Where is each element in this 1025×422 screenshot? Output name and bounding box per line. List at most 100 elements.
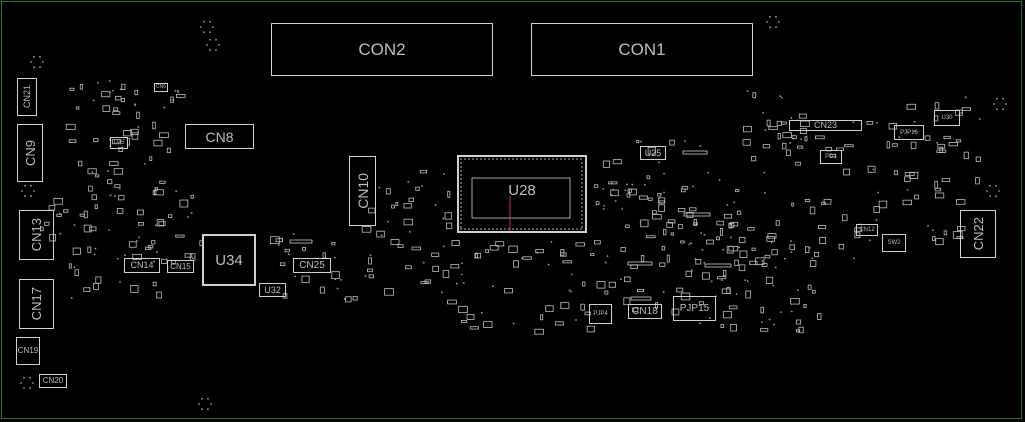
bga-ball xyxy=(581,198,583,200)
via xyxy=(691,269,693,272)
smd-pad xyxy=(943,135,951,139)
connector-cn17[interactable]: CN17 xyxy=(19,279,54,329)
connector-con1[interactable]: CON1 xyxy=(531,23,753,76)
smd-pad xyxy=(152,190,157,195)
connector-cn20[interactable]: CN20 xyxy=(39,374,67,388)
connector-cn21[interactable]: CN21 xyxy=(17,78,37,116)
via xyxy=(112,89,114,92)
connector-cn8[interactable]: CN8 xyxy=(185,124,254,149)
smd-pad xyxy=(175,234,185,238)
smd-pad xyxy=(134,89,139,96)
via xyxy=(124,254,126,256)
smd-pad xyxy=(114,184,121,188)
chip-u25[interactable]: U25 xyxy=(640,146,666,160)
via xyxy=(108,229,111,232)
smd-pad xyxy=(670,232,674,236)
via xyxy=(512,322,515,325)
connector-cn19[interactable]: CN19 xyxy=(16,337,40,365)
mounting-hole-ring xyxy=(778,21,780,23)
smd-pad xyxy=(102,105,111,112)
smd-pad xyxy=(79,213,85,217)
smd-pad xyxy=(771,249,778,256)
via xyxy=(70,297,73,299)
power-jumper-pjp4[interactable]: PJP4 xyxy=(589,304,612,324)
switch-sw2[interactable]: SW2 xyxy=(882,234,906,252)
via xyxy=(133,103,136,106)
smd-pad xyxy=(95,276,102,284)
smd-pad xyxy=(562,260,573,264)
bga-ball xyxy=(460,170,462,172)
connector-cn14[interactable]: CN14 xyxy=(124,258,160,273)
connector-cn6[interactable]: CN6 xyxy=(154,83,168,92)
power-jumper-pjp16-label: PJP16 xyxy=(900,129,918,136)
smd-pad xyxy=(408,197,414,202)
connector-cn18-label: CN18 xyxy=(632,305,658,317)
chip-u30[interactable]: U30 xyxy=(934,110,960,126)
connector-cn13[interactable]: CN13 xyxy=(19,210,54,260)
smd-pad xyxy=(279,262,286,266)
connector-cn15[interactable]: CN15 xyxy=(167,260,194,273)
via xyxy=(868,239,871,242)
smd-pad xyxy=(158,221,166,226)
bga-ball xyxy=(528,228,530,230)
smd-pad xyxy=(395,202,399,207)
smd-pad xyxy=(867,165,876,173)
via xyxy=(876,121,878,124)
smd-pad xyxy=(535,249,544,254)
connector-cn9[interactable]: CN9 xyxy=(17,124,43,182)
mounting-hole-ring xyxy=(986,190,988,192)
via xyxy=(570,273,573,276)
smd-pad xyxy=(632,307,639,313)
smd-pad xyxy=(397,244,404,248)
smd-pad xyxy=(420,281,429,285)
bga-ball xyxy=(460,214,462,216)
via xyxy=(333,256,336,259)
connector-cn6-label: CN6 xyxy=(155,84,166,90)
smd-pad xyxy=(721,288,731,294)
diode-pd1[interactable]: PD1 xyxy=(820,150,842,164)
bga-ball xyxy=(556,228,558,230)
mounting-hole-ring xyxy=(769,15,771,18)
smd-pad xyxy=(40,226,44,232)
chip-u45[interactable]: U45 xyxy=(110,137,128,149)
connector-cn10[interactable]: CN10 xyxy=(349,156,376,226)
smd-pad xyxy=(74,269,79,277)
via xyxy=(746,280,749,282)
smd-pad xyxy=(483,321,493,328)
chip-u34[interactable]: U34 xyxy=(202,234,256,286)
smd-pad xyxy=(88,185,93,192)
smd-pad xyxy=(555,321,564,326)
power-jumper-pjp15[interactable]: PJP15 xyxy=(673,296,716,321)
mounting-hole-ring xyxy=(209,31,211,34)
mounting-hole-ring xyxy=(209,49,211,52)
connector-cn25[interactable]: CN25 xyxy=(293,258,331,273)
smd-pad xyxy=(384,288,394,296)
connector-con2-label: CON2 xyxy=(358,40,406,59)
connector-cn18[interactable]: CN18 xyxy=(628,304,662,319)
chip-u32[interactable]: U32 xyxy=(259,283,286,297)
smd-pad xyxy=(624,276,631,283)
mounting-hole-ring xyxy=(201,408,203,411)
connector-cn12[interactable]: CN12 xyxy=(856,224,878,236)
mounting-hole-ring xyxy=(23,376,25,379)
chip-u28[interactable]: U28 xyxy=(457,155,587,233)
smd-pad xyxy=(179,199,189,208)
via xyxy=(773,323,775,326)
connector-cn23[interactable]: CN23 xyxy=(789,120,862,131)
via xyxy=(762,111,765,114)
smd-pad xyxy=(891,143,898,147)
smd-pad xyxy=(701,272,710,280)
via xyxy=(772,284,775,287)
smd-pad xyxy=(595,201,600,206)
smd-pad xyxy=(680,240,685,244)
bga-ball xyxy=(576,228,578,230)
connector-cn22[interactable]: CN22 xyxy=(960,210,996,258)
power-jumper-pjp16[interactable]: PJP16 xyxy=(894,125,924,140)
smd-pad xyxy=(647,146,656,155)
connector-con2[interactable]: CON2 xyxy=(271,23,493,76)
smd-pad xyxy=(626,193,631,198)
via xyxy=(190,212,193,214)
mounting-hole-ring xyxy=(993,103,995,105)
smd-pad xyxy=(415,186,420,191)
smd-pad xyxy=(284,248,290,253)
